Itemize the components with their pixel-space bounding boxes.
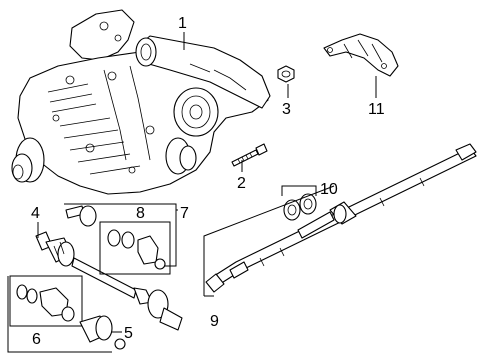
callout-8: 8 [136, 205, 145, 222]
nut [277, 65, 295, 83]
callout-9: 9 [210, 313, 219, 330]
callout-6: 6 [32, 331, 41, 348]
leader-lines [7, 32, 377, 353]
boot-kit-inner [65, 205, 171, 275]
callout-4: 4 [31, 205, 40, 222]
drive-shaft [205, 143, 477, 293]
callout-7: 7 [180, 205, 189, 222]
rear-drive-unit [11, 9, 271, 195]
callout-3: 3 [282, 101, 291, 118]
center-bearing-set [283, 193, 317, 221]
callout-1: 1 [178, 15, 187, 32]
callout-11: 11 [368, 101, 385, 118]
boot-kit-outer [9, 275, 126, 350]
callout-5: 5 [124, 325, 133, 342]
left-axle-shaft [35, 231, 183, 331]
bolt [231, 143, 268, 167]
heat-shield [323, 33, 399, 77]
callout-10: 10 [320, 181, 338, 198]
callout-2: 2 [237, 175, 246, 192]
